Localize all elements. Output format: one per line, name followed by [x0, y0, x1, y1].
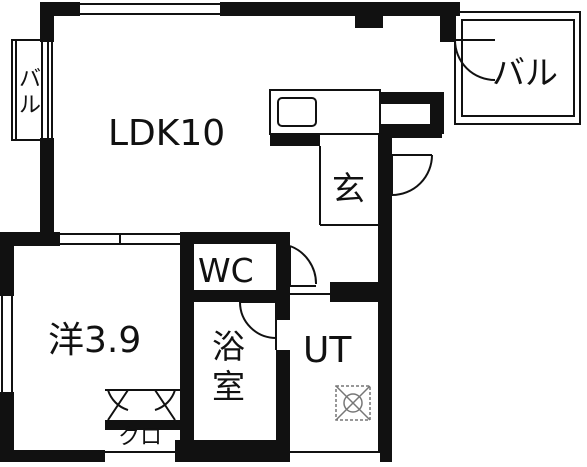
western-room-label: 洋3.9 [48, 320, 141, 361]
left-balcony-label-line2: ル [19, 93, 41, 118]
utility-label: UT [303, 330, 352, 371]
right-balcony-label: バル [492, 53, 558, 92]
exterior-walls [0, 2, 460, 462]
washer-space-icon [335, 385, 371, 421]
ldk-label: LDK10 [108, 113, 225, 154]
wc-label: WC [198, 251, 254, 290]
entrance-label: 玄 [332, 169, 365, 208]
bath-label-line2: 室 [212, 367, 245, 406]
left-balcony-label-line1: バ [19, 67, 41, 92]
right-balcony [454, 11, 581, 125]
doors [105, 39, 496, 421]
bath-label-line1: 浴 [212, 327, 245, 366]
closet-label: クロ [118, 425, 162, 450]
interior-walls [0, 89, 444, 453]
